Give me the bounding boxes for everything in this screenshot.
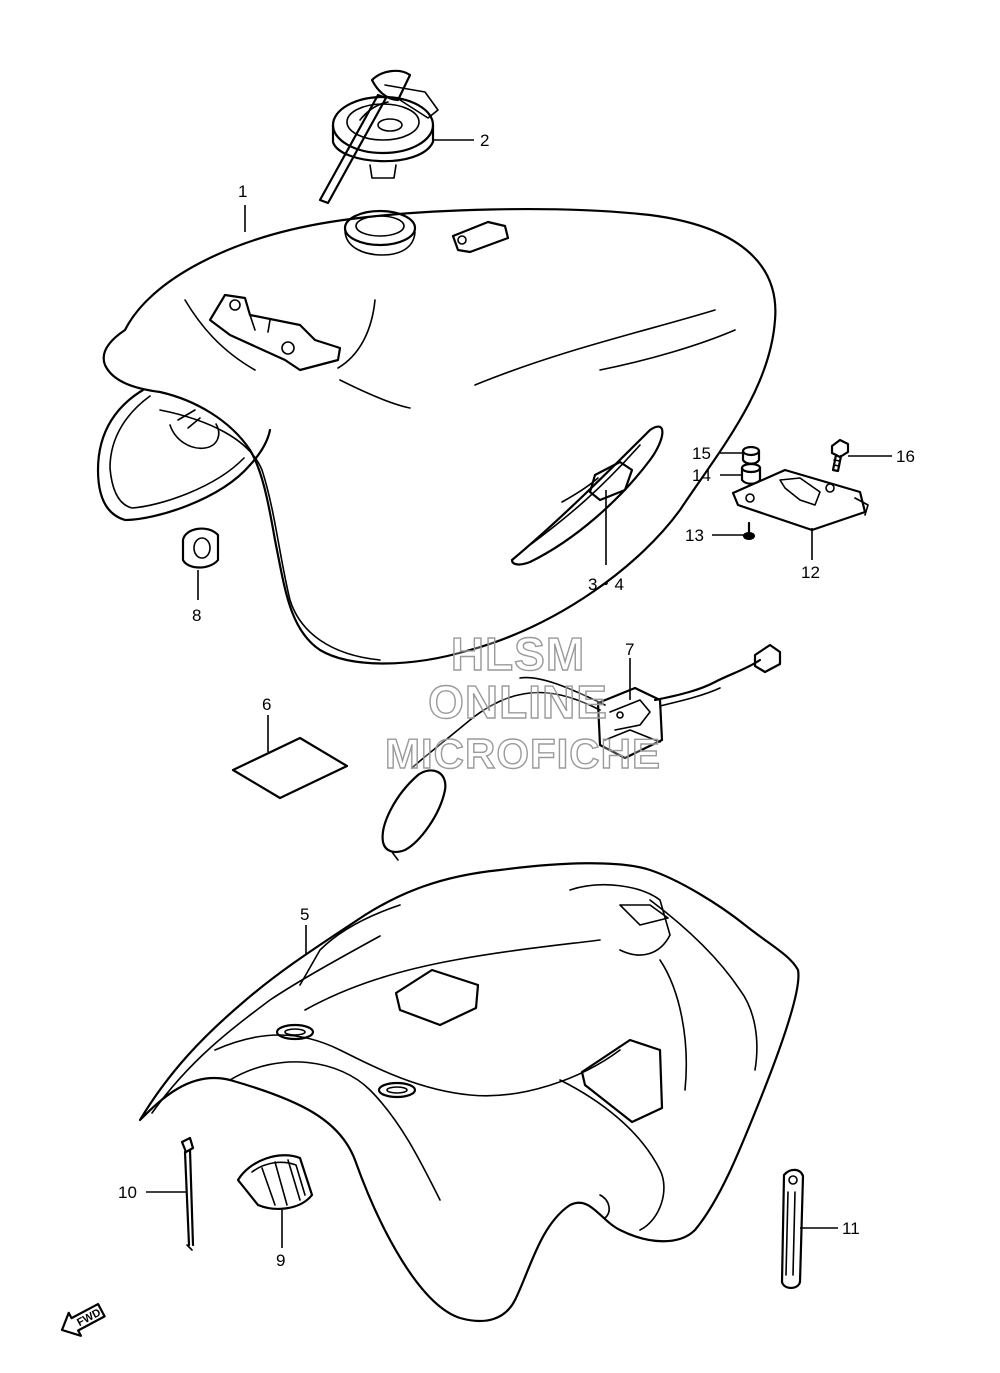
callout-10: 10 [118, 1183, 137, 1202]
callout-11: 11 [842, 1219, 860, 1238]
callout-5: 5 [300, 905, 309, 924]
callout-labels: 1 2 3・4 5 6 7 8 9 10 11 12 13 14 15 16 [118, 131, 915, 1270]
watermark-line-3: MICROFICHE [385, 730, 661, 777]
strap-11[interactable] [780, 1168, 805, 1290]
watermark-line-2: ONLINE [428, 676, 608, 728]
fuel-tank[interactable] [96, 208, 777, 665]
forward-arrow-icon: FWD [60, 1302, 106, 1337]
callout-9: 9 [276, 1251, 285, 1270]
fuel-cap[interactable] [318, 69, 439, 205]
callout-14: 14 [692, 466, 711, 485]
callout-8: 8 [192, 606, 201, 625]
cushion-15[interactable] [741, 445, 761, 465]
cushion-14[interactable] [740, 462, 762, 485]
callout-1: 1 [238, 182, 247, 201]
leader-lines [146, 139, 892, 1248]
callout-16: 16 [896, 447, 915, 466]
pad-6[interactable] [231, 736, 349, 800]
callout-7: 7 [625, 640, 634, 659]
clamp-9[interactable] [236, 1154, 314, 1210]
fuel-level-gauge[interactable] [381, 643, 782, 861]
callout-2: 2 [480, 131, 489, 150]
cover-5[interactable] [138, 862, 800, 1322]
screw-13[interactable] [743, 521, 755, 540]
bracket-plate-12[interactable] [731, 468, 869, 532]
callout-3-4: 3・4 [588, 575, 624, 594]
callout-13: 13 [685, 526, 704, 545]
watermark: HLSM ONLINE MICROFICHE [384, 627, 661, 777]
watermark-line-1: HLSM [451, 628, 585, 680]
callout-12: 12 [801, 563, 820, 582]
cushion-8[interactable] [181, 527, 220, 569]
callout-6: 6 [262, 695, 271, 714]
cable-tie-10[interactable] [180, 1136, 195, 1251]
callout-15: 15 [692, 444, 711, 463]
bolt-16[interactable] [830, 438, 850, 473]
